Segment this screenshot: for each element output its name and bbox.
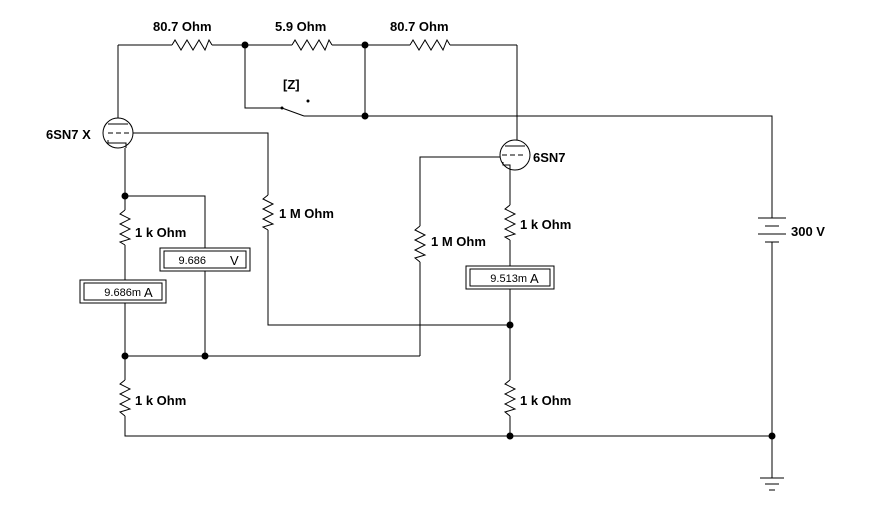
voltmeter-value: 9.686 [178, 255, 206, 267]
junction-dot [361, 112, 369, 120]
junction-dot [768, 432, 776, 440]
junction-dot [506, 321, 514, 329]
junction-dot [121, 352, 129, 360]
label-r-top-left: 80.7 Ohm [153, 19, 212, 34]
resistor-top-left[interactable] [171, 38, 213, 52]
resistor-top-mid[interactable] [291, 38, 333, 52]
ground-icon [760, 477, 784, 491]
label-tube-right: 6SN7 [533, 150, 566, 165]
voltmeter-unit: V [230, 253, 239, 268]
wire-right-grid-top [419, 156, 500, 226]
junction-dot [121, 192, 129, 200]
wire-bottom [124, 416, 772, 437]
ammeter-right-unit: A [530, 271, 539, 286]
label-r-top-right: 80.7 Ohm [390, 19, 449, 34]
resistor-left-grid[interactable] [261, 194, 275, 231]
label-r-left-grid: 1 M Ohm [279, 206, 334, 221]
label-r-right-bottom: 1 k Ohm [520, 393, 571, 408]
label-r-right-grid: 1 M Ohm [431, 234, 486, 249]
wire-switch-right [304, 115, 773, 218]
junction-dots [121, 41, 776, 440]
label-switch-key: [Z] [283, 77, 300, 92]
ammeter-left-value: 9.686m [104, 287, 141, 299]
junction-dot [241, 41, 249, 49]
wire-volt-top [125, 195, 206, 248]
junction-dot [506, 432, 514, 440]
wires [117, 44, 773, 478]
resistor-left-bottom[interactable] [118, 379, 132, 417]
wire-left-grid-top [133, 132, 269, 195]
ammeter-right[interactable]: 9.513m A [465, 265, 555, 290]
resistor-right-cathode[interactable] [503, 204, 517, 241]
resistor-left-cathode[interactable] [118, 209, 132, 246]
ammeter-left[interactable]: 9.686m A [79, 279, 167, 304]
switch-icon[interactable] [280, 99, 310, 117]
resistor-right-bottom[interactable] [503, 379, 517, 417]
label-source-voltage: 300 V [791, 224, 825, 239]
wire-switch-left [244, 45, 282, 109]
resistor-right-grid[interactable] [413, 225, 427, 263]
resistor-top-right[interactable] [409, 38, 451, 52]
label-r-right-cathode: 1 k Ohm [520, 217, 571, 232]
label-r-top-mid: 5.9 Ohm [275, 19, 326, 34]
tube-right-icon[interactable] [499, 139, 531, 171]
label-r-left-cathode: 1 k Ohm [135, 225, 186, 240]
ammeter-left-unit: A [144, 285, 153, 300]
wire-left-grid-bottom [267, 230, 510, 326]
junction-dot [361, 41, 369, 49]
voltmeter[interactable]: 9.686 V [159, 247, 251, 272]
ammeter-right-value: 9.513m [490, 273, 527, 285]
junction-dot [201, 352, 209, 360]
tube-left-icon[interactable] [102, 117, 134, 149]
label-r-left-bottom: 1 k Ohm [135, 393, 186, 408]
label-tube-left: 6SN7 X [46, 127, 91, 142]
battery-icon[interactable] [758, 217, 786, 243]
